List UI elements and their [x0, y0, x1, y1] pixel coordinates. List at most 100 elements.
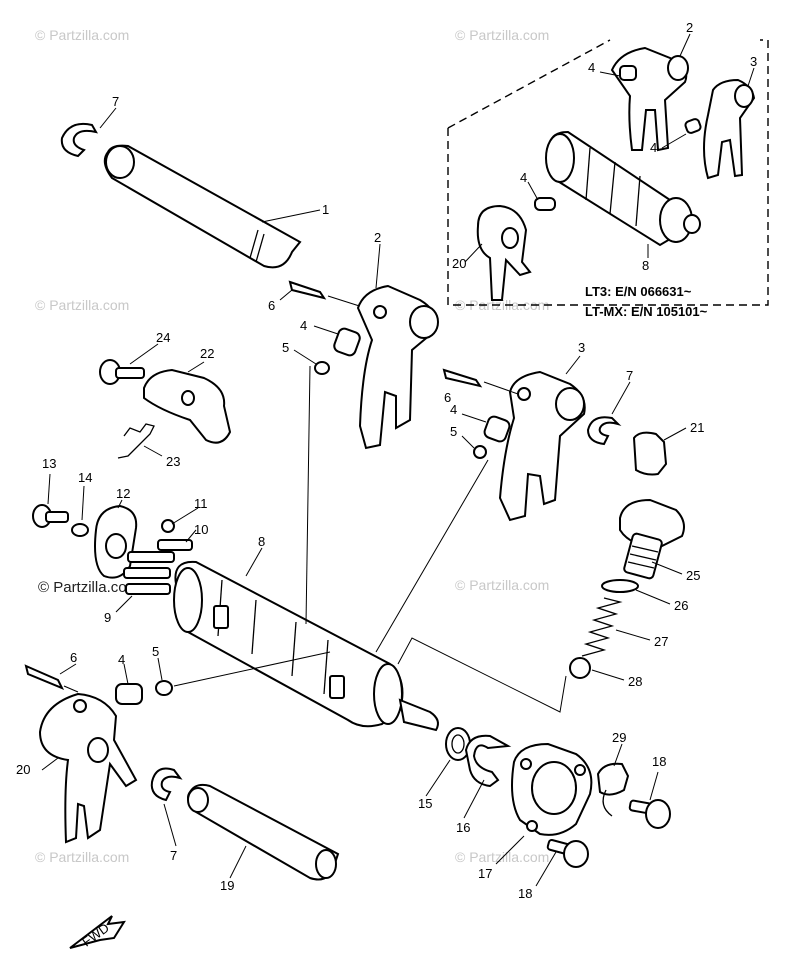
fork-roller [314, 361, 330, 375]
leader-line [425, 759, 451, 797]
shift-drum [173, 560, 439, 732]
leader-line [261, 209, 321, 223]
fork-pin [115, 683, 143, 705]
torsion-spring [117, 423, 155, 459]
part-number: 7 [626, 368, 633, 383]
leader-line [463, 779, 485, 819]
leader-line [117, 499, 123, 509]
leader-line [535, 851, 557, 887]
stopper-lever [143, 368, 232, 444]
part-number: 15 [418, 796, 432, 811]
part-number: 17 [478, 866, 492, 881]
fork-pin [483, 415, 511, 443]
screw-13 [32, 504, 69, 528]
part-number: 7 [112, 94, 119, 109]
part-number: 19 [220, 878, 234, 893]
leader-line [293, 349, 317, 365]
part-number: 9 [104, 610, 111, 625]
washer-14 [71, 523, 89, 537]
leader-line [615, 629, 651, 641]
leader-line [599, 71, 621, 77]
watermark: © Partzilla.com [35, 849, 129, 865]
part-number: 25 [686, 568, 700, 583]
stopper-bolt [99, 359, 145, 385]
spring-27 [581, 597, 623, 657]
part-number: 24 [156, 330, 170, 345]
collar-21 [632, 431, 668, 476]
pin-11 [161, 519, 175, 533]
leader-line [163, 803, 177, 847]
inset-shift-fork-3 [684, 78, 756, 180]
lower-shift-shaft [187, 783, 340, 881]
part-number: 2 [686, 20, 693, 35]
part-number: 5 [450, 424, 457, 439]
drum-pins [123, 551, 175, 595]
part-number: 20 [452, 256, 466, 271]
leader-line [661, 133, 687, 149]
inset-variant-box: 2 3 4 4 4 20 8 LT3: E/N 066631~ LT-MX: E… [447, 20, 769, 319]
leader-line [115, 595, 133, 613]
leader-line [279, 289, 293, 301]
leader-line [245, 547, 263, 577]
part-number: 18 [518, 886, 532, 901]
fork-roller [473, 445, 487, 459]
part-number: 13 [42, 456, 56, 471]
leader-line [679, 33, 691, 57]
leader-line [63, 685, 79, 693]
leader-line [461, 413, 487, 423]
fork-roller [155, 680, 173, 696]
leader-line [495, 835, 525, 865]
segment-12 [94, 504, 138, 579]
leader-line [229, 845, 247, 879]
leader-line [305, 365, 311, 625]
clamp-29-strap [602, 789, 613, 817]
part-number: 27 [654, 634, 668, 649]
leader-line [527, 181, 539, 201]
watermark-group: © Partzilla.com © Partzilla.com © Partzi… [35, 27, 549, 865]
leader-line [173, 651, 331, 687]
leader-line [171, 507, 199, 525]
leader-line [649, 771, 659, 801]
leader-line [157, 657, 163, 681]
leader-line [123, 663, 129, 685]
leader-line [635, 589, 671, 605]
screw-18-right [628, 799, 671, 829]
leader-line [375, 243, 381, 289]
variant-note-lt3: LT3: E/N 066631~ [585, 284, 692, 299]
washer-26 [601, 579, 639, 593]
leader-line [464, 243, 483, 263]
fwd-arrow-icon: FWD [69, 915, 126, 950]
shift-fork-20 [38, 692, 138, 844]
leader-line [591, 669, 625, 681]
inset-pin [534, 197, 556, 211]
upper-shift-shaft [103, 144, 302, 269]
leader-line [185, 529, 197, 543]
part-number: 1 [322, 202, 329, 217]
leader-line [397, 637, 567, 713]
cotter-pin-lower [24, 664, 65, 690]
leader-line [747, 67, 755, 87]
part-number: 22 [200, 346, 214, 361]
part-number: 12 [116, 486, 130, 501]
part-number: 29 [612, 730, 626, 745]
part-number: 11 [194, 496, 208, 511]
washer-15-hole [451, 734, 465, 754]
leader-line [41, 757, 59, 771]
screw-18-lower [546, 838, 589, 868]
cotter-pin-mid [442, 368, 483, 388]
circlip-lower [150, 767, 183, 802]
part-number: 4 [520, 170, 527, 185]
circlip-16 [464, 734, 512, 788]
part-number: 2 [374, 230, 381, 245]
part-number: 28 [628, 674, 642, 689]
part-number: 23 [166, 454, 180, 469]
part-number: 14 [78, 470, 92, 485]
ball-28 [569, 657, 591, 679]
circlip-upper [60, 122, 98, 158]
part-number: 21 [690, 420, 704, 435]
part-number: 16 [456, 820, 470, 835]
part-number: 7 [170, 848, 177, 863]
leader-line [611, 381, 631, 415]
part-number: 5 [152, 644, 159, 659]
